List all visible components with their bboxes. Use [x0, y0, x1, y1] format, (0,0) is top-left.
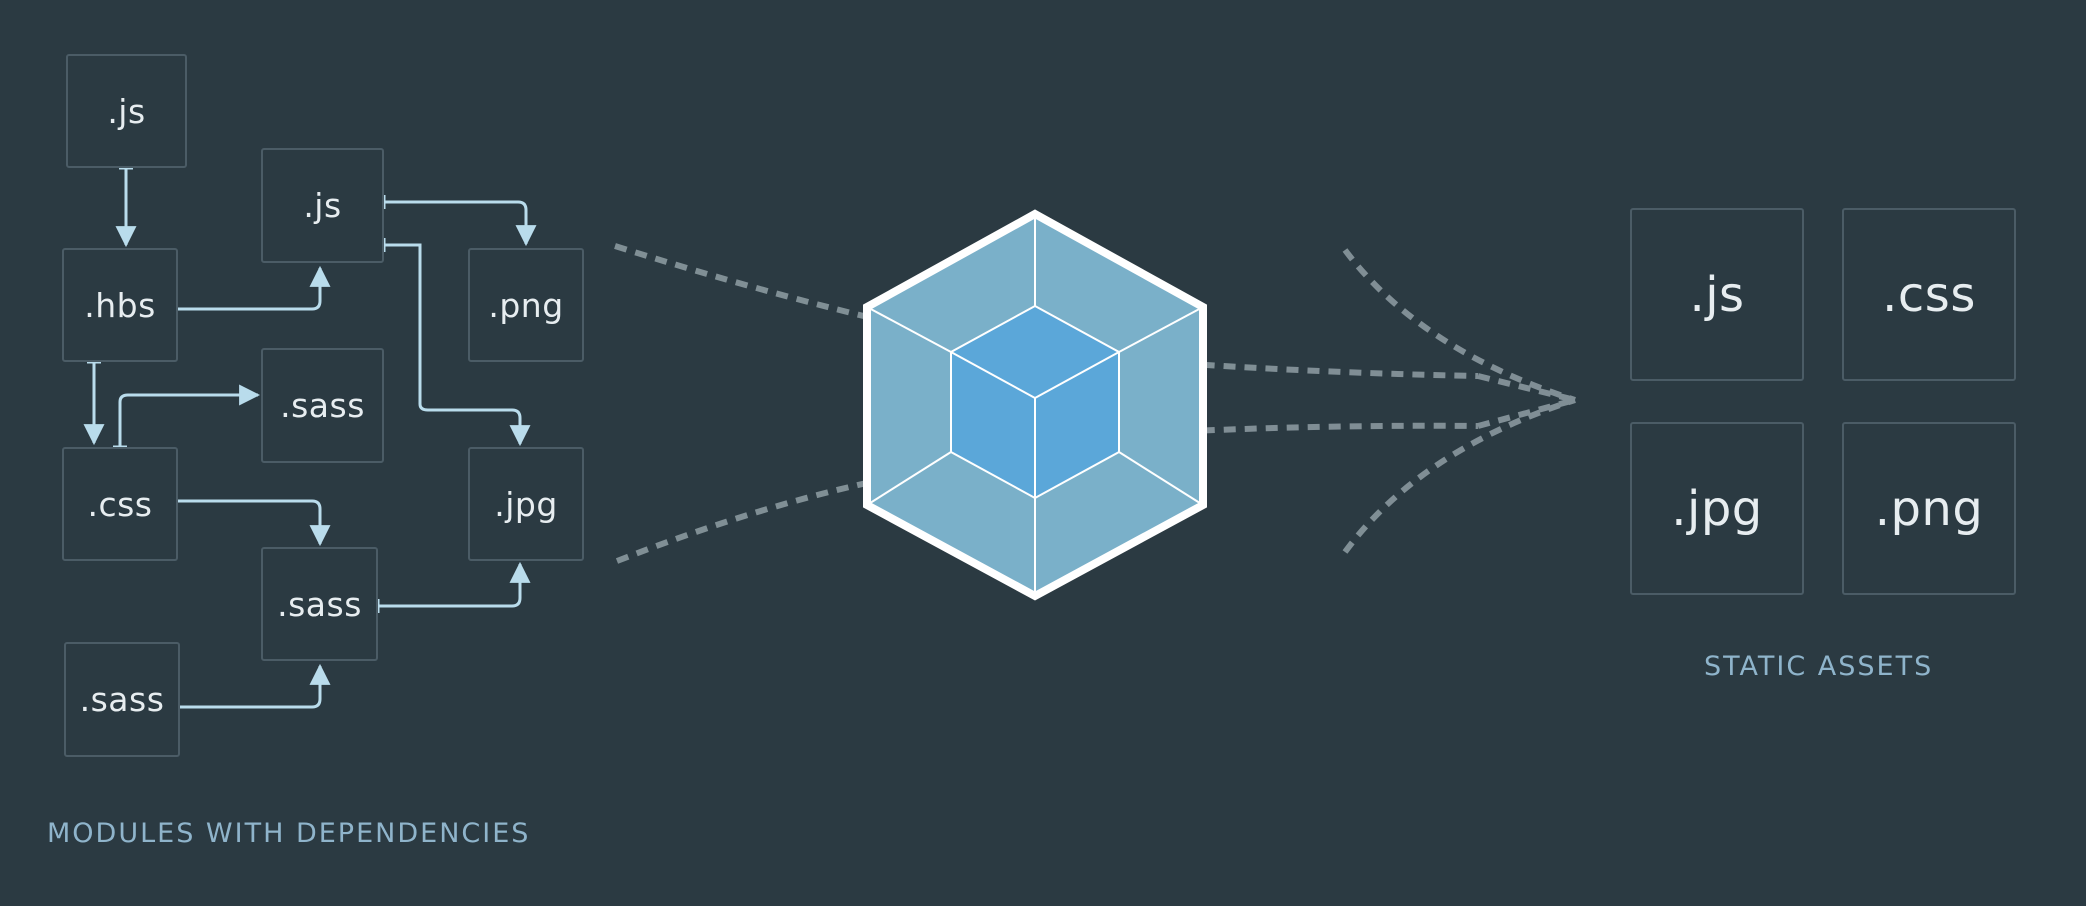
module-jpg: .jpg [468, 447, 584, 561]
module-js-mid: .js [261, 148, 384, 263]
asset-png: .png [1842, 422, 2016, 595]
module-label: .css [87, 484, 153, 524]
asset-js: .js [1630, 208, 1804, 381]
dashed-out-top [1342, 248, 1576, 403]
arrow-sass-c-to-sass-b [180, 663, 331, 709]
dashed-mid-bottom [1034, 422, 1479, 443]
arrow-sass-b-to-jpg [378, 561, 531, 608]
module-sass-c: .sass [64, 642, 180, 757]
asset-label: .js [1689, 266, 1745, 323]
module-label: .sass [280, 386, 365, 425]
asset-jpg: .jpg [1630, 422, 1804, 595]
module-sass-b: .sass [261, 547, 378, 661]
module-label: .sass [79, 680, 165, 719]
assets-caption: STATIC ASSETS [1704, 651, 1934, 682]
arrow-hbs-to-js [178, 265, 331, 311]
arrow-css-to-sass [118, 384, 261, 447]
module-label: .js [303, 186, 342, 225]
dashed-join-bottom [1477, 397, 1576, 429]
module-js-top: .js [66, 54, 187, 168]
asset-label: .png [1874, 480, 1984, 537]
module-label: .jpg [494, 484, 558, 524]
module-sass-a: .sass [261, 348, 384, 463]
module-png: .png [468, 248, 584, 362]
webpack-cube-icon [863, 209, 1207, 601]
modules-caption: MODULES WITH DEPENDENCIES [47, 818, 531, 849]
dashed-join-top [1477, 373, 1576, 403]
module-hbs: .hbs [62, 248, 178, 362]
arrow-css-to-sass-b [178, 499, 331, 547]
dashed-out-bottom [1342, 397, 1576, 554]
module-label: .js [107, 91, 146, 131]
arrow-js-to-png [384, 200, 537, 247]
asset-css: .css [1842, 208, 2016, 381]
dashed-mid-top [1034, 349, 1479, 379]
module-label: .png [488, 285, 564, 325]
module-label: .hbs [84, 285, 156, 325]
arrow-js-to-jpg [384, 243, 531, 447]
asset-label: .css [1882, 266, 1976, 323]
module-label: .sass [277, 584, 362, 624]
module-css: .css [62, 447, 178, 561]
asset-label: .jpg [1671, 480, 1763, 537]
